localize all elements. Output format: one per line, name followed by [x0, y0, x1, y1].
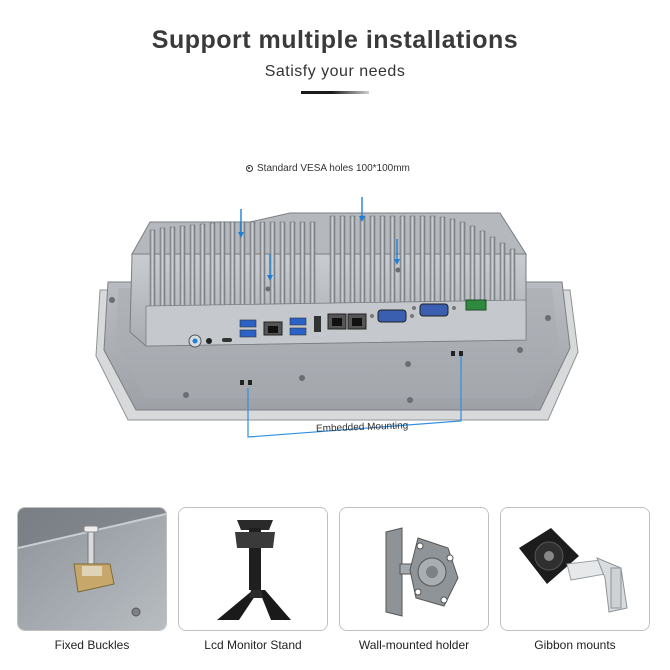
embedded-mounting-bracket — [247, 356, 462, 438]
option-fixed-buckles[interactable] — [17, 507, 167, 631]
title-underline — [301, 91, 369, 94]
serial-port — [419, 303, 449, 317]
vesa-note-text: Standard VESA holes 100*100mm — [257, 162, 410, 174]
usb-port — [289, 327, 307, 336]
vesa-note: Standard VESA holes 100*100mm — [246, 160, 410, 176]
io-ports — [188, 299, 487, 348]
gibbon-mount-image — [501, 508, 649, 630]
heatsink-fins-left — [149, 221, 316, 311]
vesa-arrows — [238, 197, 400, 281]
caption-lcd-monitor-stand: Lcd Monitor Stand — [204, 638, 302, 652]
usb-port — [239, 319, 257, 328]
caption-gibbon-mounts: Gibbon mounts — [534, 638, 616, 652]
caption-wall-mounted-holder: Wall-mounted holder — [358, 638, 470, 652]
wall-holder-image — [340, 508, 488, 630]
monitor-stand-image — [179, 508, 327, 630]
bullet-icon — [246, 164, 253, 172]
option-gibbon-mounts[interactable] — [500, 507, 650, 631]
caption-fixed-buckles: Fixed Buckles — [54, 638, 130, 652]
power-connector — [465, 299, 487, 311]
serial-port — [377, 309, 407, 323]
option-wall-mounted-holder[interactable] — [339, 507, 489, 631]
page-subtitle: Satisfy your needs — [264, 63, 406, 80]
option-lcd-monitor-stand[interactable] — [178, 507, 328, 631]
fixed-buckle-image — [18, 508, 166, 630]
usb-port — [289, 317, 307, 326]
usb-c-port — [222, 338, 232, 342]
panel-pc-illustration — [95, 197, 579, 438]
usb-port — [239, 329, 257, 338]
page-title: Support multiple installations — [151, 26, 519, 54]
